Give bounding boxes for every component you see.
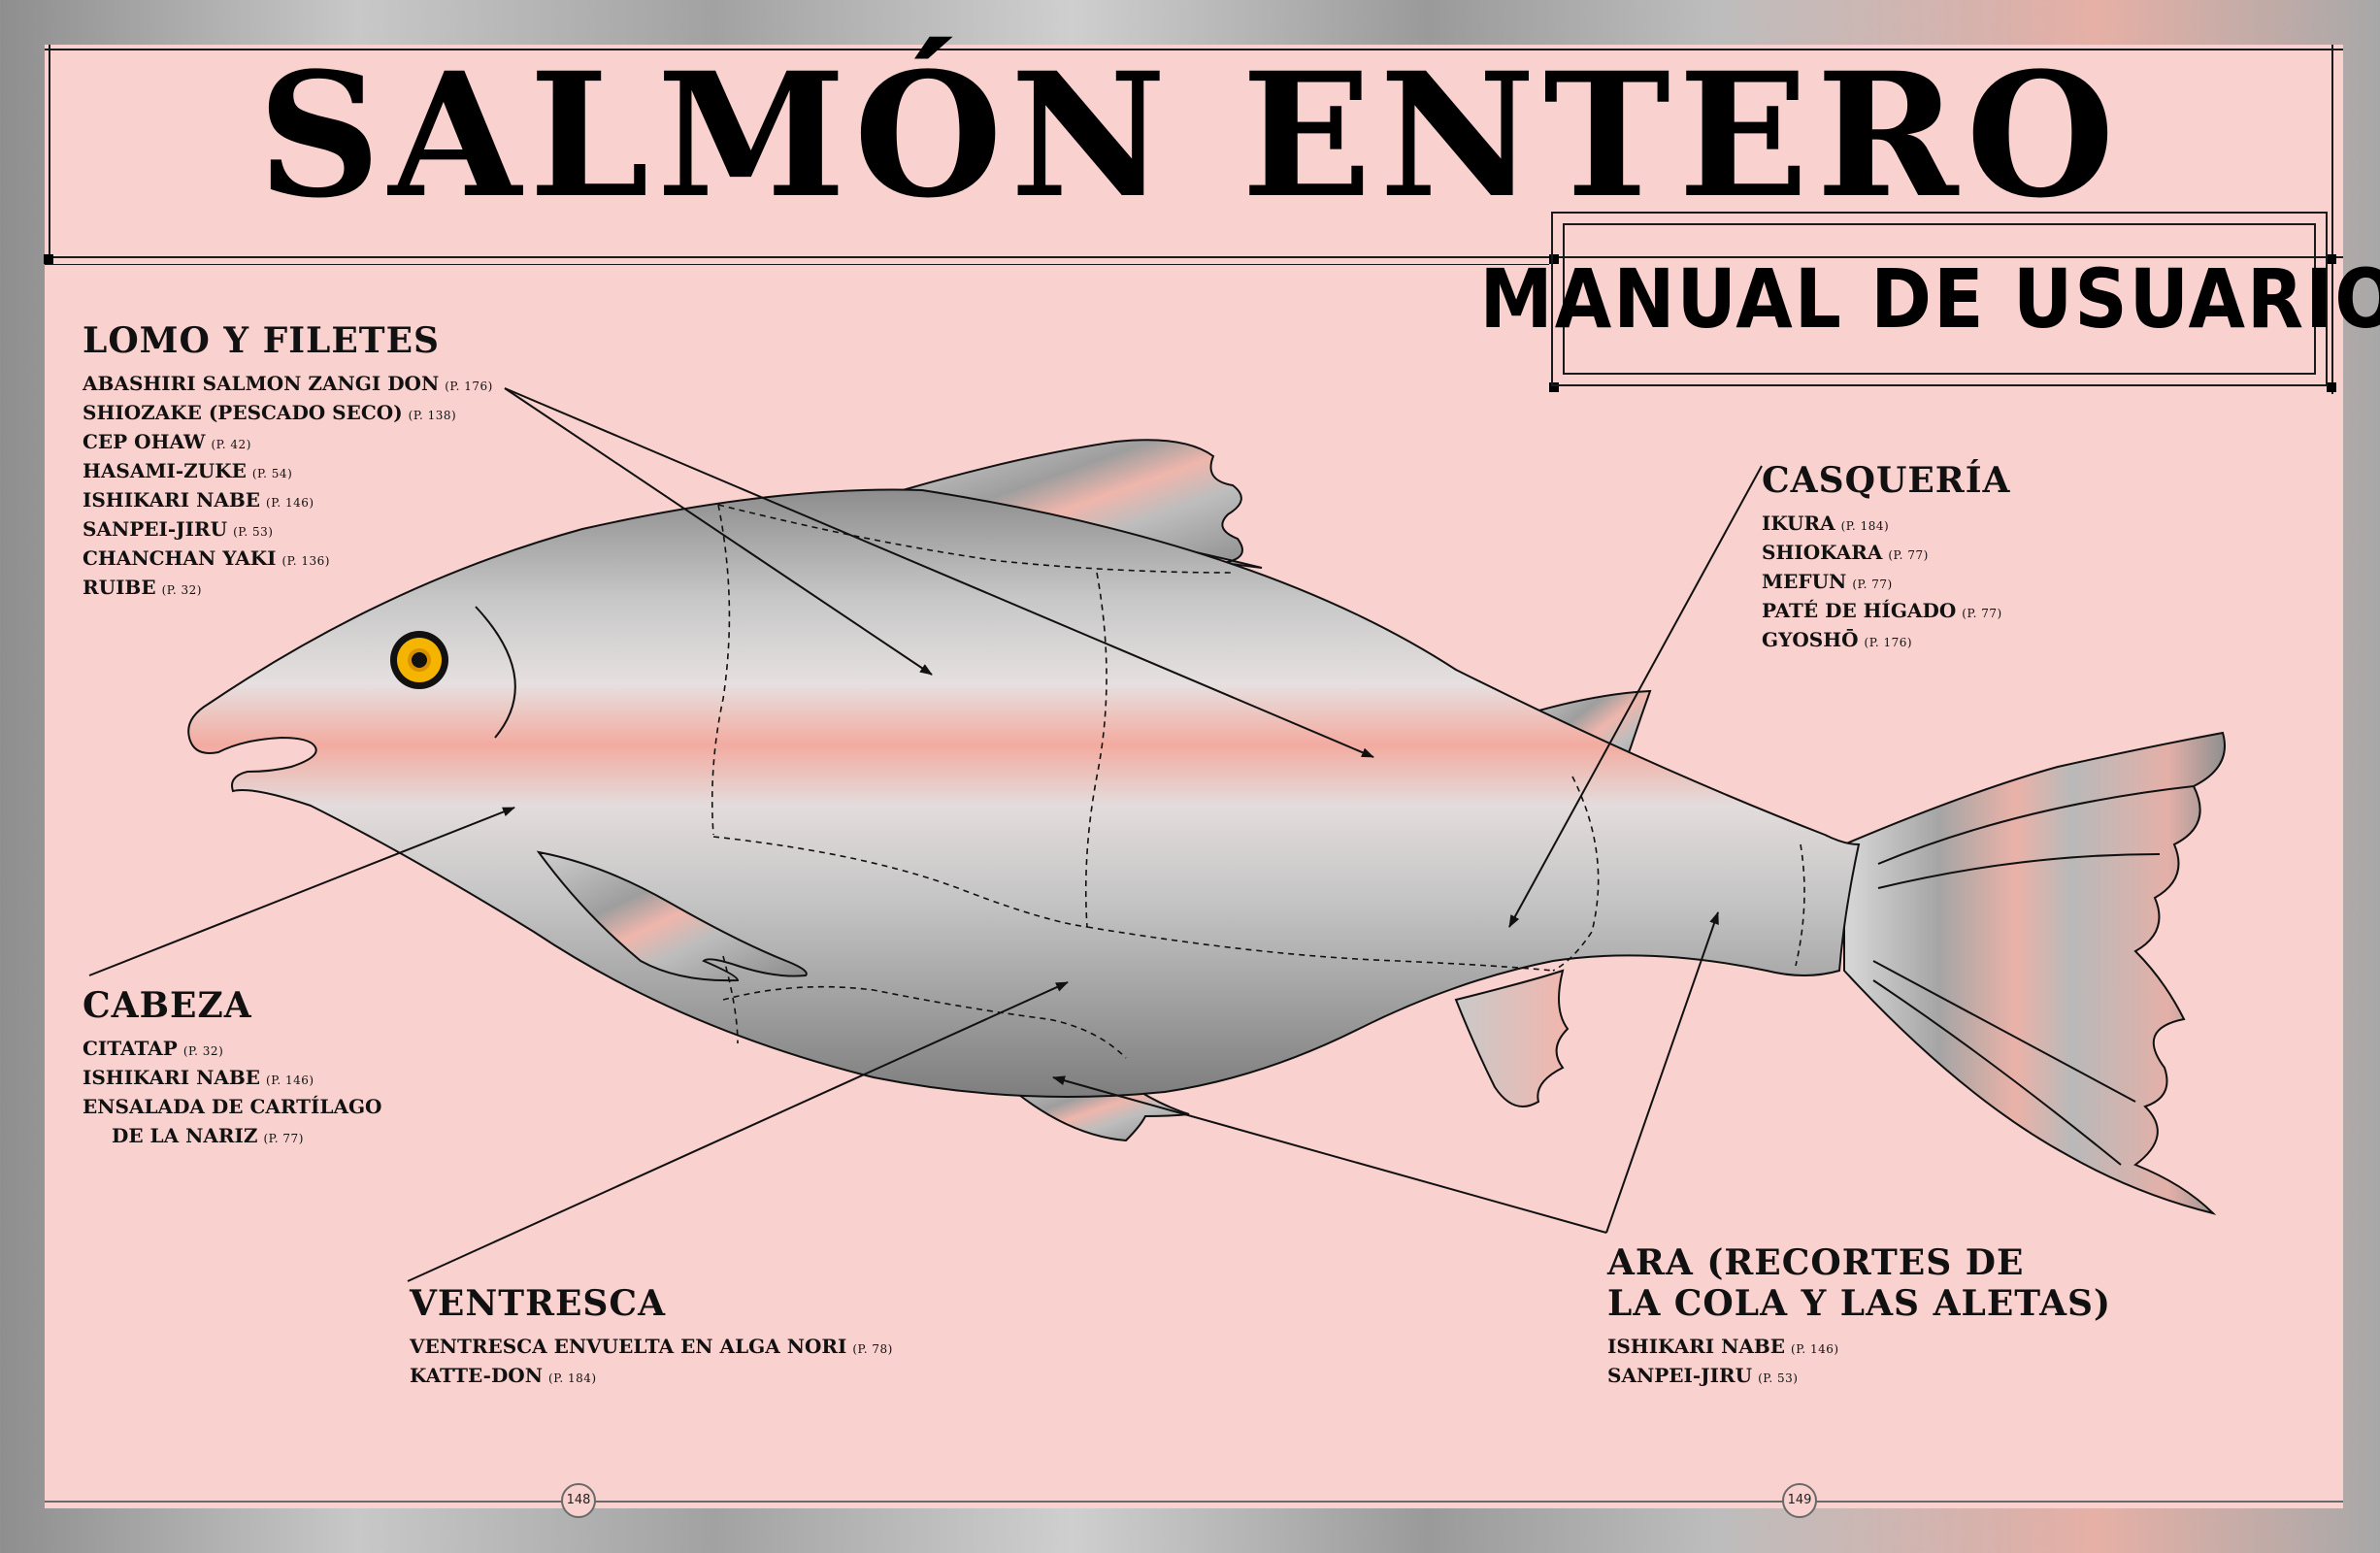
tail-fin [1843, 731, 2226, 1215]
recipe-list-ara: ISHIKARI NABE(P. 146) SANPEI-JIRU(P. 53) [1607, 1334, 2111, 1392]
section-heading-lomo: LOMO Y FILETES [83, 320, 441, 361]
list-item: ISHIKARI NABE(P. 146) [83, 1066, 314, 1089]
recipe-list-lomo: ABASHIRI SALMON ZANGI DON(P. 176) SHIOZA… [83, 371, 493, 604]
page-title: SALMÓN ENTERO [257, 35, 2123, 236]
page-number-right: 149 [1782, 1483, 1817, 1518]
section-ventresca: VENTRESCA VENTRESCA ENVUELTA EN ALGA NOR… [410, 1283, 893, 1392]
subtitle-frame: MANUAL DE USUARIO [1480, 212, 2380, 386]
top-rule [45, 49, 2343, 50]
page-subtitle: MANUAL DE USUARIO [1479, 251, 2380, 347]
list-item: CEP OHAW(P. 42) [83, 430, 251, 453]
list-item: CHANCHAN YAKI(P. 136) [83, 546, 330, 570]
list-item: IKURA(P. 184) [1762, 512, 1890, 535]
section-cabeza: CABEZA CITATAP(P. 32) ISHIKARI NABE(P. 1… [83, 985, 387, 1152]
header-rule-thin [45, 264, 1549, 265]
corner-marker [44, 254, 53, 264]
section-heading-cabeza: CABEZA [83, 985, 252, 1026]
section-casqueria: CASQUERÍA IKURA(P. 184) SHIOKARA(P. 77) … [1762, 460, 2010, 656]
pectoral-fin [536, 850, 808, 982]
corner-marker [2327, 382, 2336, 392]
recipe-list-casqueria: IKURA(P. 184) SHIOKARA(P. 77) MEFUN(P. 7… [1762, 511, 2010, 656]
list-item: SANPEI-JIRU(P. 53) [1607, 1364, 1799, 1387]
list-item: MEFUN(P. 77) [1762, 570, 1893, 593]
list-item: CITATAP(P. 32) [83, 1037, 224, 1060]
left-rule [49, 45, 50, 258]
section-ara: ARA (RECORTES DE LA COLA Y LAS ALETAS) I… [1607, 1242, 2111, 1392]
subtitle-inner-frame: MANUAL DE USUARIO [1480, 223, 2380, 375]
list-item: DE LA NARIZ(P. 77) [112, 1124, 304, 1147]
corner-marker [1549, 254, 1559, 264]
list-item: RUIBE(P. 32) [83, 576, 202, 599]
list-item: SANPEI-JIRU(P. 53) [83, 517, 274, 541]
section-heading-casqueria: CASQUERÍA [1762, 460, 2011, 501]
list-item: ISHIKARI NABE(P. 146) [83, 488, 314, 512]
header-rule [45, 256, 2343, 258]
list-item: ENSALADA DE CARTÍLAGO [83, 1095, 382, 1118]
recipe-list-cabeza: CITATAP(P. 32) ISHIKARI NABE(P. 146) ENS… [83, 1036, 387, 1152]
list-item: PATÉ DE HÍGADO(P. 77) [1762, 599, 2002, 622]
leader-lines [88, 387, 1763, 1282]
list-item: HASAMI-ZUKE(P. 54) [83, 459, 293, 482]
section-lomo: LOMO Y FILETES ABASHIRI SALMON ZANGI DON… [83, 320, 493, 604]
section-heading-ara: ARA (RECORTES DE LA COLA Y LAS ALETAS) [1607, 1242, 2112, 1324]
list-item: KATTE-DON(P. 184) [410, 1364, 597, 1387]
corner-marker [1549, 382, 1559, 392]
right-rule [2331, 45, 2333, 394]
section-heading-ventresca: VENTRESCA [410, 1283, 667, 1324]
recipe-list-ventresca: VENTRESCA ENVUELTA EN ALGA NORI(P. 78) K… [410, 1334, 893, 1392]
corner-marker [2327, 254, 2336, 264]
list-item: SHIOKARA(P. 77) [1762, 541, 1929, 564]
list-item: ISHIKARI NABE(P. 146) [1607, 1335, 1839, 1358]
list-item: ABASHIRI SALMON ZANGI DON(P. 176) [83, 372, 493, 395]
page-number-left: 148 [561, 1483, 596, 1518]
bottom-rule [45, 1501, 2343, 1503]
anal-fin [1454, 969, 1570, 1107]
fish-body [187, 488, 1861, 1098]
list-item: VENTRESCA ENVUELTA EN ALGA NORI(P. 78) [410, 1335, 893, 1358]
cut-lines [711, 504, 1805, 1059]
list-item: GYOSHŌ(P. 176) [1762, 628, 1913, 651]
list-item: SHIOZAKE (PESCADO SECO)(P. 138) [83, 401, 457, 424]
